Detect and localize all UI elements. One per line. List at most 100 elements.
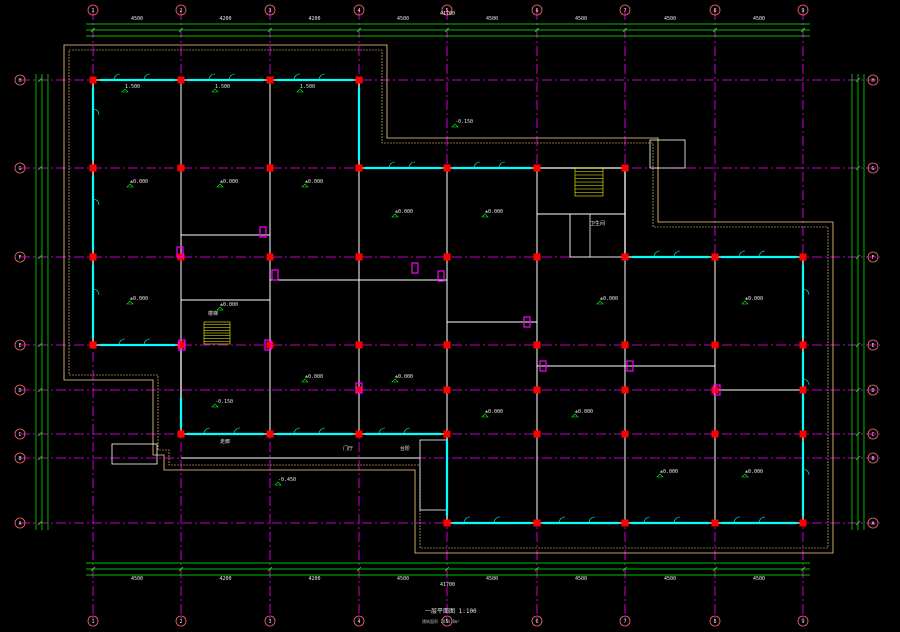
axis-bubble — [14, 452, 26, 464]
dim-tick — [800, 27, 806, 33]
structural-column — [533, 164, 541, 172]
axis-bubble-label: C — [871, 432, 874, 438]
elevation-mark — [211, 88, 219, 93]
entry-step — [419, 439, 448, 511]
axis-bubble-label: 4 — [357, 619, 360, 625]
elevation-mark — [301, 378, 309, 383]
room-elevation-label: ±0.000 — [305, 374, 324, 380]
axis-bubble-label: 6 — [535, 619, 538, 625]
axis-bubble-label: 7 — [623, 8, 626, 14]
axis-bubble — [14, 162, 26, 174]
structural-column — [799, 430, 807, 438]
dim-tick — [855, 165, 861, 171]
room-annotation: 楼梯 — [208, 311, 219, 317]
door-swing — [118, 338, 126, 346]
room-elevation-label: ±0.000 — [575, 409, 594, 415]
door-swing — [758, 250, 766, 258]
structural-column — [355, 76, 363, 84]
axis-bubble-label: B — [871, 456, 874, 462]
outline-outer — [63, 44, 834, 554]
dim-tick — [855, 77, 861, 83]
axis-bubble-label: 3 — [268, 619, 271, 625]
structural-column — [355, 253, 363, 261]
dim-tick — [855, 455, 861, 461]
room-elevation-label: ±0.000 — [660, 469, 679, 475]
dim-tick — [356, 27, 362, 33]
door-swing — [388, 161, 396, 169]
windows — [91, 73, 810, 525]
axis-bubble — [353, 4, 365, 16]
structural-column — [89, 341, 97, 349]
structural-column — [533, 430, 541, 438]
room-elevation-label: ±0.000 — [745, 296, 764, 302]
elevation-mark — [741, 473, 749, 478]
axis-bubble-label: 1 — [91, 8, 94, 14]
door-swing — [673, 516, 681, 524]
structural-column — [355, 341, 363, 349]
dim-text-top: 4500 — [131, 16, 144, 22]
room-elevation-label: ±0.000 — [220, 179, 239, 185]
room-elevation-label: ±0.000 — [485, 409, 504, 415]
structural-column — [266, 253, 274, 261]
axis-bubble-label: 6 — [535, 8, 538, 14]
elevation-mark — [126, 300, 134, 305]
room-elevation-label: ±0.000 — [305, 179, 324, 185]
room-elevation-label: ±0.000 — [130, 179, 149, 185]
structural-column — [711, 386, 719, 394]
axis-bubble-label: 1 — [91, 619, 94, 625]
axis-bubble-label: D — [871, 388, 874, 394]
elevation-mark — [216, 183, 224, 188]
elevation-mark — [391, 378, 399, 383]
structural-column — [533, 386, 541, 394]
room-elevation-label: ±0.000 — [220, 302, 239, 308]
room-elevation-label: ±0.000 — [130, 296, 149, 302]
axis-bubble-label: F — [871, 255, 874, 261]
door-swing — [403, 427, 411, 435]
dim-tick — [855, 387, 861, 393]
axis-bubble-label: 7 — [623, 619, 626, 625]
dim-tick — [178, 27, 184, 33]
dim-tick — [855, 520, 861, 526]
door-swing — [802, 468, 810, 476]
structural-column — [177, 341, 185, 349]
dim-tick — [37, 387, 43, 393]
elevation-mark — [296, 88, 304, 93]
room-elevation-label: ±0.000 — [600, 296, 619, 302]
axis-bubble-label: E — [18, 343, 21, 349]
structural-column — [711, 519, 719, 527]
door-swing — [92, 198, 100, 206]
axis-bubble — [619, 4, 631, 16]
dim-tick — [37, 254, 43, 260]
dim-tick — [855, 254, 861, 260]
dim-tick — [534, 566, 540, 572]
elevation-mark — [216, 306, 224, 311]
door-mark — [626, 360, 634, 372]
room-elevation-label: 1.500 — [300, 84, 316, 90]
dim-text-bottom: 4500 — [131, 576, 144, 582]
axis-bubble — [797, 4, 809, 16]
dim-tick — [267, 27, 273, 33]
dim-tick — [712, 566, 718, 572]
side-step — [111, 443, 158, 465]
door-swing — [143, 338, 151, 346]
door-swing — [208, 73, 216, 81]
outline-inner — [68, 49, 829, 549]
elevation-mark — [274, 481, 282, 486]
door-swing — [758, 516, 766, 524]
dim-tick — [267, 566, 273, 572]
room-elevation-label: 1.500 — [215, 84, 231, 90]
dim-tick — [356, 566, 362, 572]
structural-column — [443, 430, 451, 438]
elevation-mark — [211, 403, 219, 408]
axis-bubble — [14, 517, 26, 529]
dim-tick — [444, 27, 450, 33]
axis-bubble-label: A — [871, 521, 874, 527]
door-swing — [92, 288, 100, 296]
dim-tick — [90, 27, 96, 33]
structural-column — [621, 164, 629, 172]
axis-bubble — [867, 517, 879, 529]
axis-bubble-label: 4 — [357, 8, 360, 14]
axis-bubble-label: H — [871, 78, 874, 84]
